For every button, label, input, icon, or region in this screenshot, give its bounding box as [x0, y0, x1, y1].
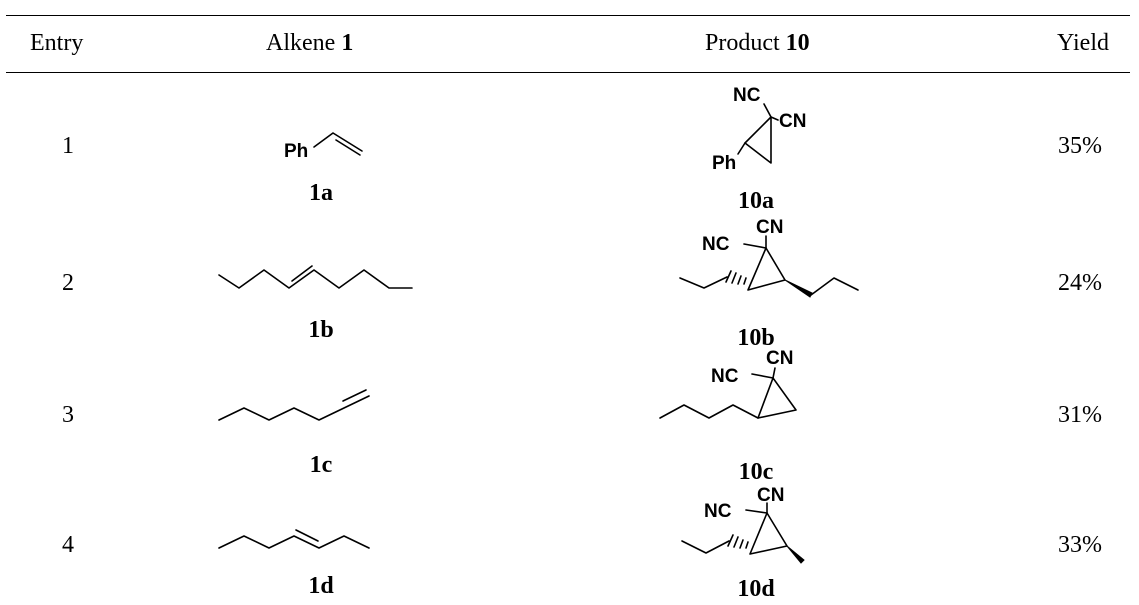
structure-1c [218, 389, 370, 421]
header-product-text: Product [705, 30, 786, 56]
entry-number: 2 [62, 270, 74, 296]
structure-10a: NC CN Ph [712, 85, 806, 174]
structure-1b [218, 265, 413, 289]
alkene-label: 1b [308, 317, 334, 343]
yield-value: 33% [1058, 532, 1102, 558]
atom-label-nc: NC [702, 234, 730, 255]
carbon-chain [218, 269, 413, 289]
atom-label-cn: CN [766, 348, 793, 369]
bond [763, 103, 772, 118]
product-label: 10c [738, 459, 774, 485]
header-alkene-number: 1 [341, 30, 354, 56]
header-entry: Entry [30, 30, 84, 56]
product-label: 10a [738, 188, 774, 214]
bond [745, 509, 768, 514]
cyclopropane-ring [744, 116, 772, 164]
header-yield: Yield [1057, 30, 1109, 56]
carbon-chain [659, 404, 759, 419]
atom-label-nc: NC [711, 366, 739, 387]
double-bond [342, 389, 367, 402]
alkene-label: 1c [309, 452, 333, 478]
alkene-label: 1d [308, 573, 334, 599]
entry-number: 1 [62, 133, 74, 159]
entry-number: 4 [62, 532, 74, 558]
bond [770, 116, 779, 121]
atom-label-cn: CN [756, 217, 783, 238]
bond [681, 540, 730, 554]
header-product: Product 10 [705, 30, 810, 57]
structure-10b: NC CN [679, 217, 859, 298]
bond [743, 243, 767, 249]
cyclopropane-ring [747, 247, 786, 291]
carbon-chain [218, 395, 370, 421]
header-product-number: 10 [785, 30, 810, 56]
structure-1d [218, 529, 370, 549]
header-alkene: Alkene 1 [266, 30, 353, 57]
cyclopropane-ring [757, 377, 797, 419]
hashed-bond [727, 534, 749, 549]
header-alkene-text: Alkene [266, 30, 342, 56]
atom-label-ph: Ph [284, 141, 308, 162]
yield-value: 24% [1058, 270, 1102, 296]
structure-10d: NC CN [681, 485, 805, 564]
double-bond [335, 139, 361, 156]
bond [772, 367, 776, 379]
carbon-chain [218, 535, 370, 549]
product-label: 10b [737, 325, 775, 351]
yield-value: 31% [1058, 402, 1102, 428]
bond [751, 373, 774, 379]
hashed-bond [725, 270, 747, 285]
atom-label-ph: Ph [712, 153, 736, 174]
structure-1a: Ph [284, 132, 363, 162]
wedge-bond [786, 545, 805, 564]
double-bond [295, 529, 319, 542]
bond [810, 277, 859, 296]
wedge-bond [784, 279, 813, 298]
structure-10c: NC CN [659, 348, 797, 419]
atom-label-cn: CN [757, 485, 784, 506]
cyclopropane-ring [749, 512, 788, 555]
bond [679, 276, 728, 289]
atom-label-nc: NC [733, 85, 761, 106]
table-header-rule [6, 72, 1130, 73]
bond [737, 142, 746, 155]
alkene-label: 1a [309, 180, 333, 206]
entry-number: 3 [62, 402, 74, 428]
atom-label-nc: NC [704, 501, 732, 522]
yield-value: 35% [1058, 133, 1102, 159]
bond [313, 132, 363, 152]
table-top-rule [6, 15, 1130, 16]
product-label: 10d [737, 576, 775, 602]
atom-label-cn: CN [779, 111, 806, 132]
double-bond [291, 265, 313, 282]
